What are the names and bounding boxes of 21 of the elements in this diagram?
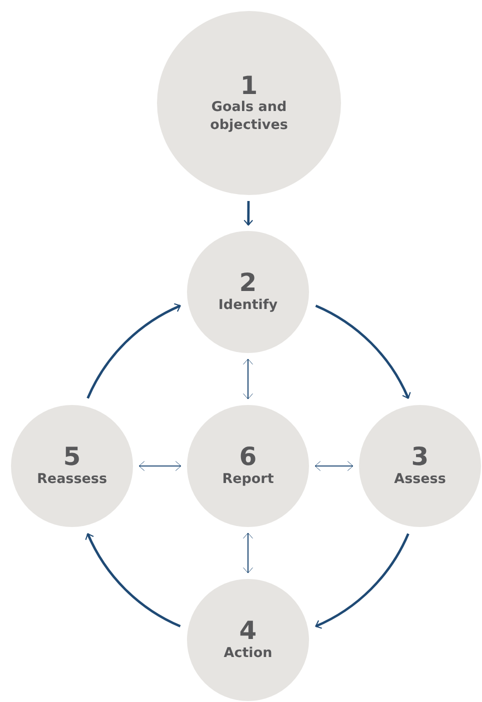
step-number: 1	[240, 72, 258, 100]
arrow	[86, 533, 181, 628]
step-label: Report	[222, 470, 274, 489]
step-label: Action	[224, 644, 272, 663]
arrow	[243, 358, 253, 400]
step-label: Identify	[218, 296, 278, 315]
step-number: 3	[411, 443, 429, 471]
step-label: Assess	[394, 470, 446, 489]
step-label: Goals and objectives	[209, 99, 289, 134]
arrow	[314, 461, 354, 471]
arrow	[244, 201, 254, 226]
step-label: Reassess	[37, 470, 107, 489]
step-number: 6	[239, 443, 257, 471]
arrow	[86, 304, 181, 399]
step-number: 4	[239, 617, 257, 645]
step-number: 5	[63, 443, 81, 471]
arrow	[138, 461, 182, 471]
step-number: 2	[239, 269, 257, 297]
arrow	[315, 533, 410, 628]
arrow	[315, 304, 410, 399]
arrow	[243, 532, 253, 574]
